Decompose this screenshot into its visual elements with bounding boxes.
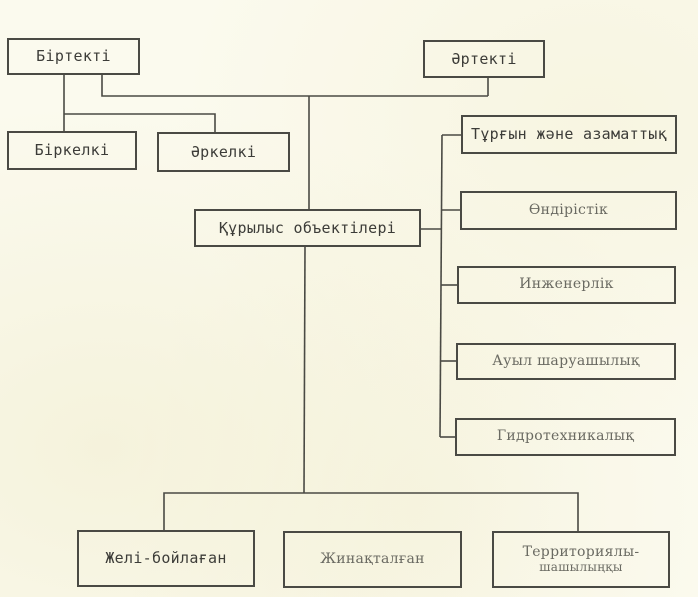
- node-artekti: Әртекті: [423, 40, 545, 78]
- node-birkelki: Біркелкі: [7, 131, 137, 170]
- node-ondiristik: Өндірістік: [460, 191, 677, 230]
- connector-side-spine: [439, 134, 443, 438]
- node-turgyn-azamattyq: Тұрғын және азаматтық: [461, 115, 677, 154]
- node-territoriialy-line1: Территориялы-: [522, 544, 640, 561]
- node-zheli-boilagan: Желі-бойлаған: [77, 530, 255, 587]
- node-zhinaqtalgan: Жинақталған: [283, 531, 462, 588]
- connector-bottom-bar: [163, 492, 579, 531]
- node-qurylys-obektileri: Құрылыс объектілері: [194, 209, 421, 247]
- connector-trunk-bottom: [303, 246, 306, 494]
- node-auyl-sharuashylyq: Ауыл шаруашылық: [456, 343, 676, 380]
- node-arkelki: Әркелкі: [157, 132, 290, 172]
- node-territoriialy-line2: шашылыңқы: [539, 559, 623, 574]
- node-birtekti: Біртекті: [7, 38, 140, 75]
- node-gidrotekhnikalyq: Гидротехникалық: [455, 418, 676, 456]
- connector-to-arkelki: [64, 113, 216, 133]
- node-inzhenerlik: Инженерлік: [457, 266, 676, 304]
- node-territoriialy-shashylynqy: Территориялы- шашылыңқы: [492, 531, 670, 588]
- connector-birtekti-main: [101, 74, 488, 97]
